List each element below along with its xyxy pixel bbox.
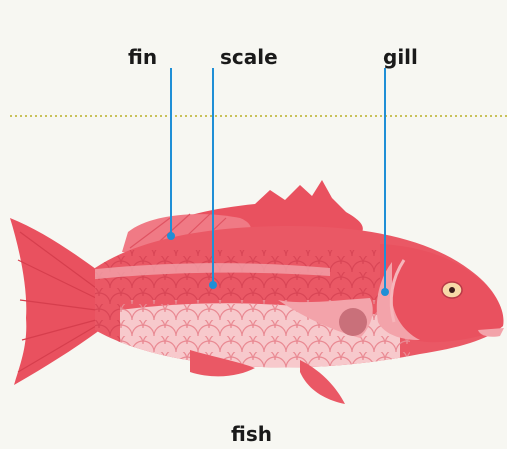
diagram-caption: fish [231, 424, 272, 444]
fin-label: fin [128, 47, 157, 67]
gill-label: gill [383, 47, 418, 67]
scale-label: scale [220, 47, 278, 67]
pelvic-fin [300, 360, 345, 404]
tail-fin [10, 218, 100, 385]
fin-leader [167, 68, 175, 240]
